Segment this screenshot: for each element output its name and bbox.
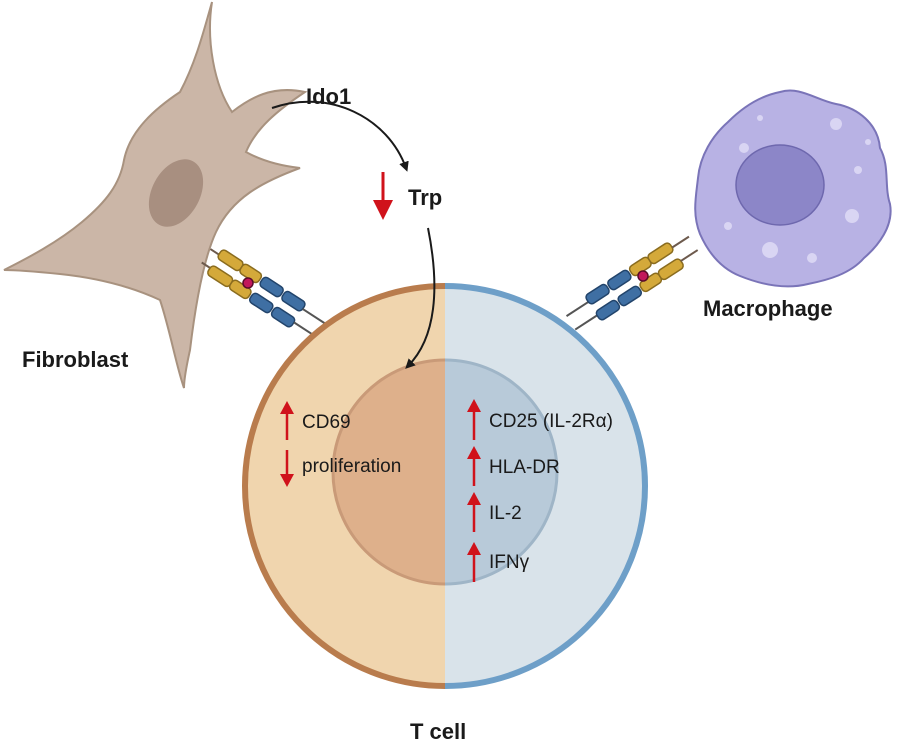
marker-il-2: IL-2 bbox=[467, 492, 522, 532]
macrophage-nucleus bbox=[735, 144, 825, 226]
up-arrow-icon bbox=[467, 446, 481, 459]
svg-text:proliferation: proliferation bbox=[302, 456, 401, 477]
up-arrow-icon bbox=[467, 542, 481, 555]
svg-text:IFNγ: IFNγ bbox=[489, 552, 530, 573]
svg-text:CD25 (IL-2Rα): CD25 (IL-2Rα) bbox=[489, 411, 613, 432]
svg-text:CD69: CD69 bbox=[302, 412, 351, 433]
fibroblast-cell bbox=[3, 1, 308, 389]
up-arrow-icon bbox=[467, 399, 481, 412]
ido1-label: Ido1 bbox=[306, 84, 351, 109]
t-cell bbox=[242, 283, 648, 689]
trp-into-cell-arrow bbox=[405, 227, 436, 369]
svg-text:IL-2: IL-2 bbox=[489, 503, 522, 524]
ido1-curved-arrow bbox=[271, 100, 409, 172]
fibroblast-label: Fibroblast bbox=[22, 347, 129, 372]
trp-decrease-arrow bbox=[373, 172, 393, 220]
t-cell-label: T cell bbox=[410, 719, 466, 744]
marker-ifng: IFNγ bbox=[467, 542, 530, 582]
fibroblast-nucleus bbox=[148, 159, 204, 227]
marker-cd25: CD25 (IL-2Rα) bbox=[467, 399, 613, 440]
macrophage-label: Macrophage bbox=[703, 296, 833, 321]
macrophage-receptor-complex bbox=[565, 235, 699, 331]
trp-label: Trp bbox=[408, 185, 442, 210]
macrophage-cell bbox=[694, 89, 892, 288]
up-arrow-icon bbox=[467, 492, 481, 505]
marker-hla-dr: HLA-DR bbox=[467, 446, 560, 486]
up-arrow-icon bbox=[280, 401, 294, 414]
fibroblast-receptor-complex bbox=[201, 248, 326, 338]
marker-cd69: CD69 bbox=[280, 401, 351, 440]
down-arrow-icon bbox=[280, 474, 294, 487]
svg-text:HLA-DR: HLA-DR bbox=[489, 457, 560, 478]
marker-proliferation: proliferation bbox=[280, 450, 401, 487]
